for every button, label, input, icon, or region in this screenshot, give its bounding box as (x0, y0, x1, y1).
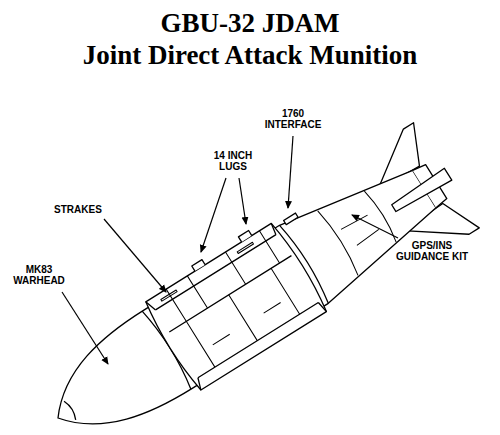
part-label: GPS/INS GUIDANCE KIT (392, 240, 472, 262)
strake-strut (158, 231, 309, 373)
suspension-lug (238, 231, 251, 242)
part-label: MK83 WARHEAD (10, 264, 68, 286)
nose-cap (64, 400, 78, 420)
strake-rail (156, 234, 321, 378)
leader-line (104, 219, 166, 292)
seam (318, 183, 403, 276)
strake-edge (146, 223, 327, 390)
suspension-lug (192, 260, 205, 271)
part-label: 1760 INTERFACE (262, 108, 324, 130)
bomb-body (34, 150, 449, 435)
panel-line (341, 212, 380, 248)
leader-line (201, 178, 226, 252)
leader-line (288, 136, 293, 208)
leader-line (239, 178, 246, 224)
title: GBU-32 JDAM (0, 8, 500, 38)
part-label: STRAKES (46, 204, 110, 215)
part-label: 14 INCH LUGS (208, 150, 258, 172)
leader-line (62, 292, 108, 364)
tail-fin (390, 168, 452, 214)
umbilical-connector (284, 213, 299, 225)
leader-line (352, 215, 398, 238)
subtitle: Joint Direct Attack Munition (0, 40, 500, 70)
seam (280, 223, 332, 303)
strake-kit (142, 221, 329, 392)
